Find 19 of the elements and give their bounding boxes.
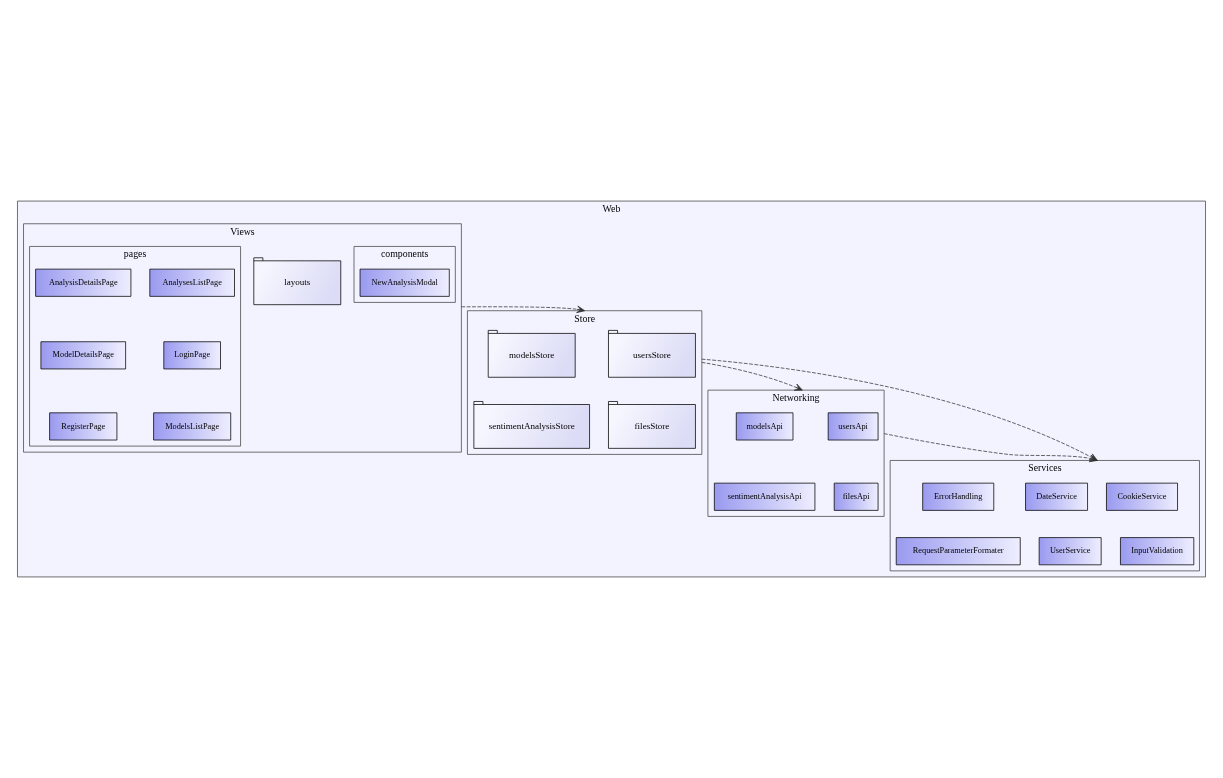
node-box: InputValidation: [1120, 537, 1195, 566]
node-box: RequestParameterFormater: [895, 537, 1021, 566]
node-box: DateService: [1025, 482, 1088, 511]
node-box: ModelDetailsPage: [40, 341, 126, 370]
node-box: AnalysesListPage: [149, 268, 235, 297]
node-box: ModelsListPage: [153, 412, 232, 441]
node-box: AnalysisDetailsPage: [35, 268, 132, 297]
node-box: CookieService: [1106, 482, 1178, 511]
node-box: RegisterPage: [49, 412, 118, 441]
node-box: UserService: [1038, 537, 1102, 566]
node-box: NewAnalysisModal: [359, 268, 450, 297]
node-box: ErrorHandling: [922, 482, 995, 511]
node-box: modelsApi: [735, 412, 794, 441]
node-box: usersApi: [827, 412, 879, 441]
arrow: [701, 362, 803, 391]
node-box: sentimentAnalysisApi: [713, 482, 816, 511]
node-box: filesApi: [833, 482, 879, 511]
node-box: LoginPage: [163, 341, 221, 370]
arrow: [461, 305, 586, 314]
